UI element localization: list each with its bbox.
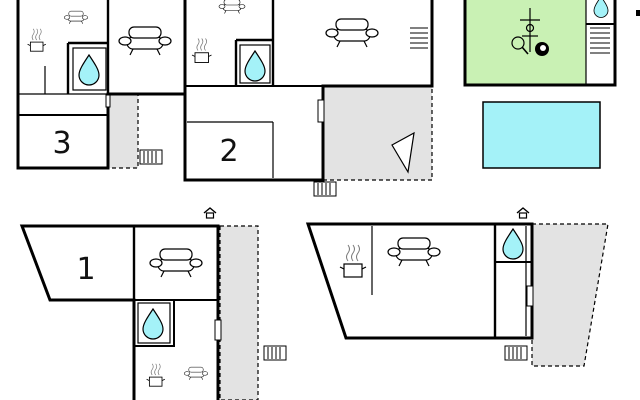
entrance-icon xyxy=(203,207,217,219)
terrace xyxy=(219,225,259,400)
sofa-icon xyxy=(218,0,246,14)
unit-3-plan: 3 xyxy=(16,0,187,170)
pot-icon xyxy=(339,244,367,278)
terrace xyxy=(531,223,609,367)
unit-3-walls xyxy=(16,0,187,170)
pot-icon xyxy=(146,363,166,387)
sofa-icon xyxy=(184,366,208,381)
unit-1-label: 1 xyxy=(76,252,95,287)
unit-2-label: 2 xyxy=(219,134,238,169)
unit-4-walls xyxy=(305,222,534,340)
pot-icon xyxy=(27,28,47,52)
terrace-hatch-icon xyxy=(263,345,287,361)
unit-1-plan: 1 xyxy=(19,207,287,400)
terrace-hatch-icon xyxy=(139,149,163,165)
entrance-icon xyxy=(516,207,530,219)
pool-icon xyxy=(482,101,601,169)
sofa-icon xyxy=(149,248,203,278)
sofa-icon xyxy=(387,237,441,267)
compass-marker xyxy=(391,131,415,174)
terrace xyxy=(322,85,433,181)
unit-4-plan xyxy=(305,207,609,367)
ping-pong-icon xyxy=(511,36,529,55)
shower-drop-icon xyxy=(502,228,524,260)
shower-drop-icon xyxy=(142,308,164,340)
terrace-hatch-icon xyxy=(313,181,337,197)
sofa-icon xyxy=(325,18,379,48)
bathroom-frame xyxy=(239,44,271,84)
stairs-icon xyxy=(590,27,610,54)
sofa-icon xyxy=(118,26,172,56)
bathroom-frame xyxy=(137,302,171,344)
shower-drop-icon xyxy=(244,50,266,82)
stairs-icon xyxy=(410,27,428,49)
bathroom-frame xyxy=(72,47,107,91)
unit-2-walls xyxy=(183,0,434,182)
billiard-icon xyxy=(535,42,549,56)
unit-1-walls xyxy=(19,224,220,400)
pot-icon xyxy=(191,38,212,63)
terrace xyxy=(107,93,139,169)
game-room xyxy=(463,0,640,87)
sofa-icon xyxy=(64,10,88,25)
table-football-icon xyxy=(520,8,540,52)
terrace-hatch-icon xyxy=(504,345,528,361)
unit-3-label: 3 xyxy=(52,126,71,161)
unit-2-plan: 2 xyxy=(183,0,434,197)
shower-drop-icon xyxy=(78,54,100,86)
